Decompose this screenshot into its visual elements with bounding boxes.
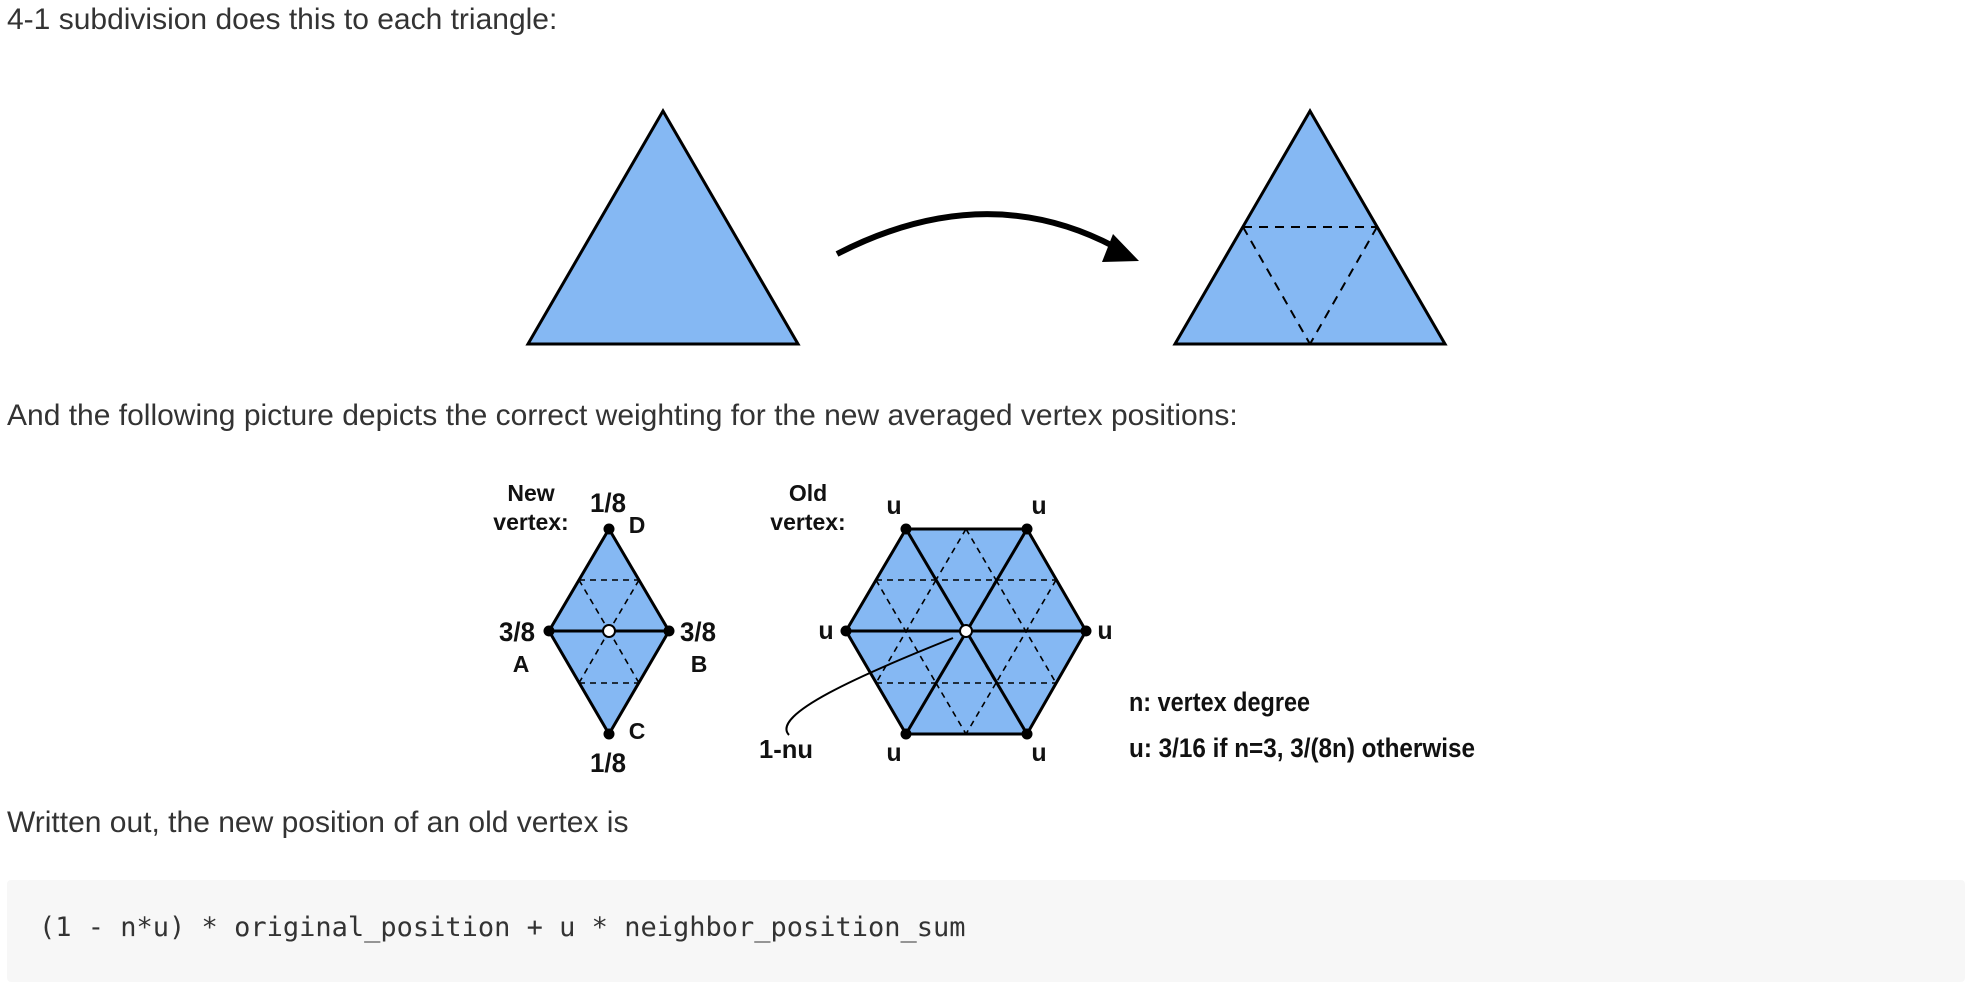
weight-left-label: 3/8 xyxy=(499,617,535,647)
new-vertex-dashed-edges xyxy=(578,579,640,684)
old-vertex-title-line2: vertex: xyxy=(770,509,845,535)
neighbor-dot-top-left xyxy=(900,523,912,535)
center-weight-pointer xyxy=(785,637,954,736)
new-vertex-title-line2: vertex: xyxy=(493,509,568,535)
vertex-c-dot xyxy=(603,728,615,740)
neighbor-dot-bottom-left xyxy=(900,728,912,740)
vertex-b-dot xyxy=(663,625,675,637)
legend-u-definition: u: 3/16 if n=3, 3/(8n) otherwise xyxy=(1129,733,1475,763)
transform-arrow xyxy=(835,211,1117,257)
old-vertex-title-line1: Old xyxy=(789,480,827,506)
vertex-d-dot xyxy=(603,523,615,535)
subdivision-dashed-edges xyxy=(1242,226,1378,345)
new-vertex-title-line1: New xyxy=(507,480,554,506)
weighting-paragraph: And the following picture depicts the co… xyxy=(7,399,1238,432)
vertex-d-label: D xyxy=(629,512,646,538)
vertex-a-label: A xyxy=(513,651,530,677)
weight-bottom-label: 1/8 xyxy=(590,748,626,778)
new-vertex-center-dot xyxy=(602,624,616,638)
neighbor-weight-top-left: u xyxy=(886,492,901,520)
neighbor-dot-bottom-right xyxy=(1021,728,1033,740)
vertex-c-label: C xyxy=(629,718,646,744)
neighbor-weight-left: u xyxy=(818,617,833,645)
weight-top-label: 1/8 xyxy=(590,488,626,518)
written-out-paragraph: Written out, the new position of an old … xyxy=(7,806,629,839)
neighbor-dot-top-right xyxy=(1021,523,1033,535)
neighbor-weight-right: u xyxy=(1097,617,1112,645)
intro-paragraph: 4-1 subdivision does this to each triang… xyxy=(7,3,558,36)
subdivision-figure xyxy=(525,108,1448,346)
old-vertex-diagram: Old vertex: u u u u u u 1-nu n: vertex d… xyxy=(759,480,1475,767)
legend-vertex-degree: n: vertex degree xyxy=(1129,687,1310,717)
vertex-a-dot xyxy=(543,625,555,637)
vertex-b-label: B xyxy=(691,651,708,677)
arrowhead-icon xyxy=(1102,234,1139,262)
neighbor-dot-right xyxy=(1080,625,1092,637)
old-vertex-center-dot xyxy=(959,624,973,638)
code-block: (1 - n*u) * original_position + u * neig… xyxy=(7,880,1965,982)
weighting-figure: New vertex: 1/8 D 3/8 A 3/8 B C 1/8 xyxy=(493,480,1475,778)
neighbor-weight-top-right: u xyxy=(1031,492,1046,520)
neighbor-dot-left xyxy=(840,625,852,637)
weight-right-label: 3/8 xyxy=(680,617,716,647)
new-vertex-diagram: New vertex: 1/8 D 3/8 A 3/8 B C 1/8 xyxy=(493,480,716,778)
center-weight-label: 1-nu xyxy=(759,734,813,764)
code-line: (1 - n*u) * original_position + u * neig… xyxy=(39,912,966,943)
neighbor-weight-bottom-right: u xyxy=(1031,739,1046,767)
original-triangle xyxy=(525,108,801,346)
neighbor-weight-bottom-left: u xyxy=(886,739,901,767)
